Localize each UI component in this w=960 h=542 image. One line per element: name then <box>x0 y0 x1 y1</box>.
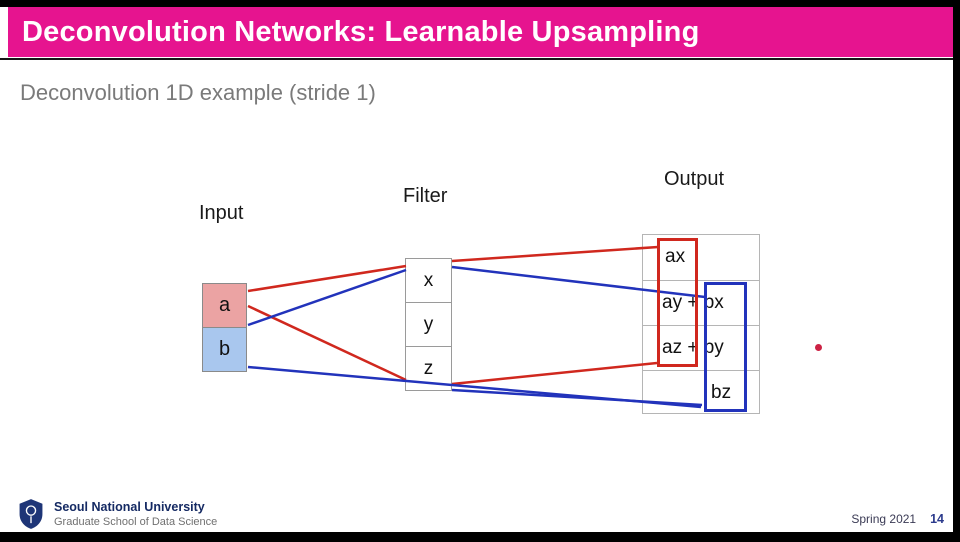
line-x-to-ax <box>451 245 659 263</box>
output-label: Output <box>664 168 725 190</box>
input-cell-a: a <box>202 283 247 328</box>
footer-university: Seoul National University <box>54 500 205 514</box>
footer-left: Seoul National University Graduate Schoo… <box>16 498 217 530</box>
output-row-az-by: az + by <box>643 325 759 370</box>
filter-column: x y z <box>405 258 452 391</box>
input-cell-b: b <box>202 327 247 372</box>
blue-highlight-box-b-products <box>704 282 747 412</box>
line-z-to-az <box>451 361 658 386</box>
line-a-to-z <box>247 304 407 382</box>
footer-school: Graduate School of Data Science <box>54 516 218 528</box>
slide-header: Deconvolution Networks: Learnable Upsamp… <box>8 7 953 57</box>
filter-cell-y: y <box>405 302 452 347</box>
snu-logo-icon <box>19 499 43 529</box>
filter-cell-x: x <box>405 258 452 303</box>
filter-cell-z: z <box>405 346 452 391</box>
footer-right: Spring 2021 14 <box>851 512 944 526</box>
slide-title: Deconvolution Networks: Learnable Upsamp… <box>22 15 700 48</box>
output-row-ax: ax <box>665 246 686 267</box>
letterbox-top <box>0 0 960 7</box>
slide-subtitle: Deconvolution 1D example (stride 1) <box>20 80 376 105</box>
footer-text: Seoul National University Graduate Schoo… <box>54 499 217 529</box>
page-number: 14 <box>930 512 944 526</box>
header-underline <box>0 58 953 60</box>
red-highlight-box-a-products <box>657 238 698 367</box>
input-column: a b <box>202 283 247 372</box>
line-b-to-bz <box>247 365 702 409</box>
line-b-to-x <box>247 268 407 327</box>
filter-label: Filter <box>403 185 448 207</box>
line-a-to-x <box>247 264 407 293</box>
letterbox-bottom <box>0 532 960 542</box>
input-label: Input <box>199 202 244 224</box>
laser-pointer-dot <box>815 344 822 351</box>
footer-term: Spring 2021 <box>851 512 917 526</box>
letterbox-right <box>953 0 960 542</box>
